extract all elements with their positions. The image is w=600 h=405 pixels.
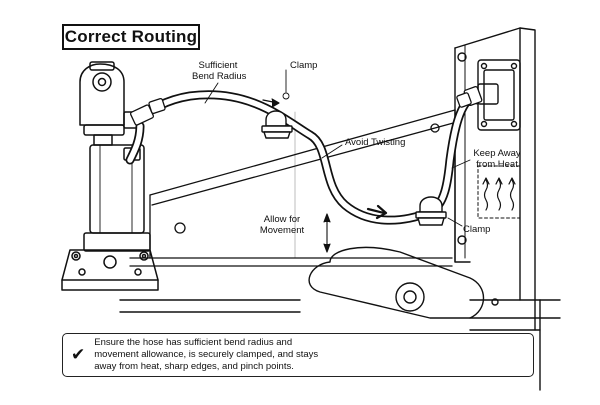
clamp-top-icon	[261, 110, 293, 139]
machine-frame	[129, 109, 458, 267]
label-keep-away-line1: Keep Away	[473, 148, 521, 159]
label-allow-movement-line2: Movement	[259, 225, 305, 236]
leader-lines	[204, 69, 471, 227]
label-clamp-top: Clamp	[290, 60, 318, 71]
mounting-plate	[454, 27, 536, 331]
hydraulic-hose	[125, 90, 479, 225]
note-line-3: away from heat, sharp edges, and pinch p…	[94, 361, 294, 372]
label-allow-movement: Allow for Movement	[258, 214, 306, 236]
note-line-1: Ensure the hose has sufficient bend radi…	[94, 337, 293, 348]
hose-fittings	[129, 86, 483, 126]
guidance-note-text: Ensure the hose has sufficient bend radi…	[94, 337, 318, 373]
page-title: Correct Routing	[64, 27, 198, 46]
label-allow-movement-line1: Allow for	[263, 214, 301, 225]
pivot-link	[119, 246, 561, 391]
guidance-note: ✔ Ensure the hose has sufficient bend ra…	[62, 333, 534, 377]
label-clamp-bottom: Clamp	[463, 224, 491, 235]
checkmark-icon: ✔	[71, 345, 86, 365]
heat-zone	[477, 165, 521, 219]
label-avoid-twisting: Avoid Twisting	[345, 137, 406, 148]
label-bend-radius-line2: Bend Radius	[192, 71, 247, 82]
label-bend-radius: Sufficient Bend Radius	[192, 60, 247, 82]
label-bend-radius-line1: Sufficient	[198, 60, 238, 71]
clamp-bottom-icon	[415, 196, 447, 226]
heat-icon	[482, 177, 516, 211]
title-box: Correct Routing	[62, 24, 200, 50]
direction-arrow-icon	[262, 98, 280, 108]
movement-arrow-icon	[323, 213, 331, 253]
flow-arrow-icon	[366, 204, 388, 220]
hydraulic-cylinder	[61, 61, 159, 291]
label-keep-away-heat: Keep Away from Heat	[472, 148, 522, 170]
note-line-2: movement allowance, is securely clamped,…	[94, 349, 319, 360]
label-keep-away-line2: from Heat	[476, 159, 518, 170]
